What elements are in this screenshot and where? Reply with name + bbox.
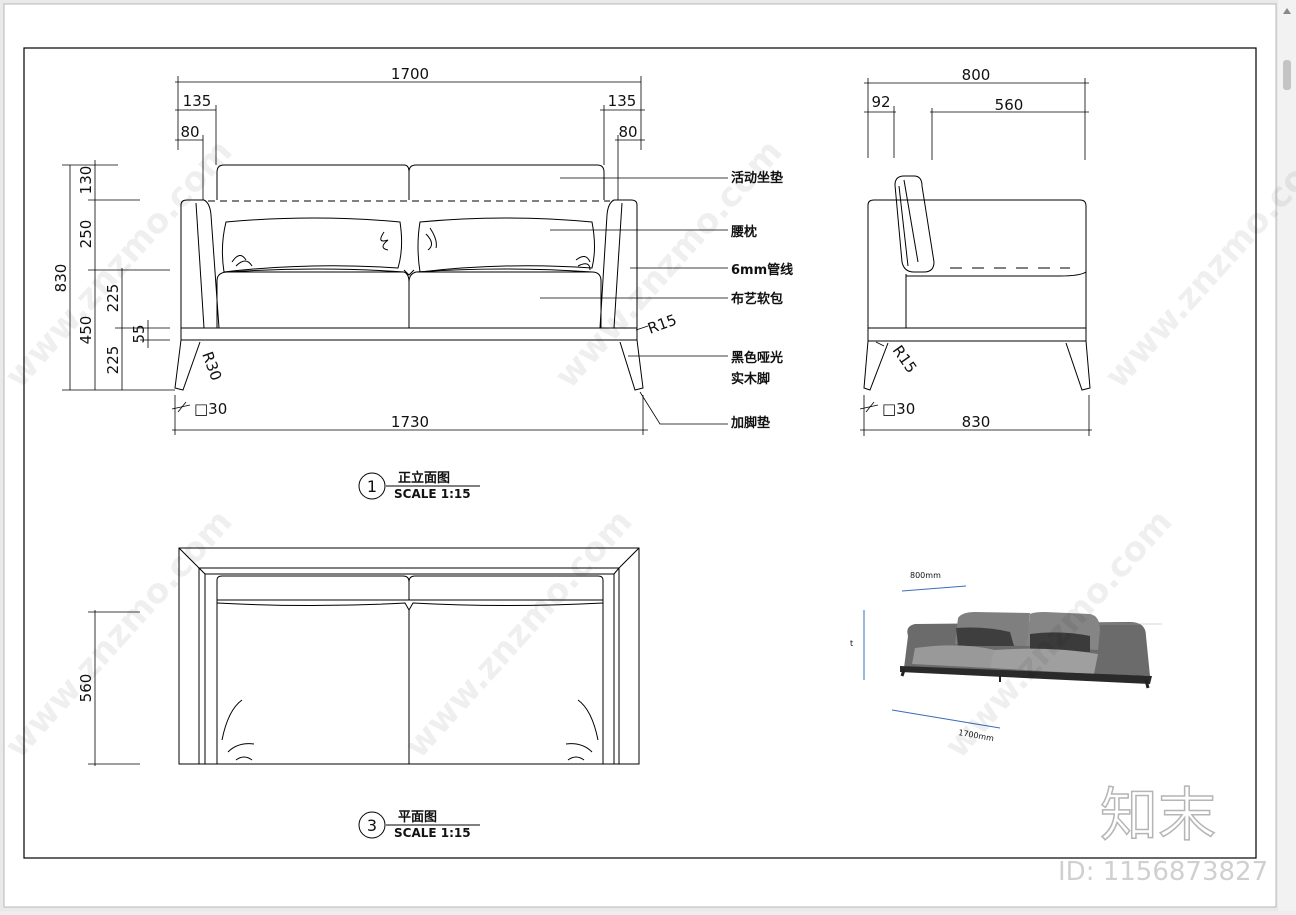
brand-watermark: 知末 (1100, 781, 1216, 849)
label-cushion: 活动坐垫 (731, 170, 783, 186)
side-dimensions (859, 78, 1092, 436)
label-pillow: 腰枕 (730, 224, 757, 240)
dim-sq30-side: □30 (882, 400, 915, 418)
dim-250: 250 (77, 220, 95, 249)
drawing-border (23, 47, 1257, 859)
view-title-plan: 平面图 (398, 810, 437, 825)
dim-80-right: 80 (618, 123, 637, 141)
dim-800: 800 (962, 66, 991, 84)
label-legs-1: 黑色哑光 (731, 350, 783, 366)
sofa-photo (863, 585, 1162, 729)
vertical-scrollbar[interactable] (1278, 0, 1296, 911)
dim-130: 130 (77, 166, 95, 195)
resource-id: ID: 1156873827 (1058, 857, 1268, 887)
dim-830-side: 830 (962, 413, 991, 431)
dim-560-plan: 560 (77, 674, 95, 703)
label-fabric: 布艺软包 (731, 291, 783, 307)
plan-dimensions (88, 610, 140, 766)
scrollbar-thumb[interactable] (1283, 60, 1291, 90)
scroll-up-icon[interactable] (1283, 8, 1291, 14)
side-elevation (863, 175, 1091, 391)
dim-225-lower: 225 (104, 346, 122, 375)
view-scale-plan: SCALE 1:15 (394, 826, 471, 840)
front-dimensions (62, 76, 728, 435)
dim-sq30-front: □30 (194, 400, 227, 418)
dim-135-right: 135 (608, 92, 637, 110)
view-number: 3 (367, 816, 377, 835)
front-elevation (174, 164, 644, 391)
dim-450: 450 (77, 316, 95, 345)
view-number: 1 (367, 477, 377, 496)
view-number-circle (358, 472, 386, 500)
view-scale-front: SCALE 1:15 (394, 487, 471, 501)
photo-width-label: 800mm (910, 571, 941, 580)
dim-225-upper: 225 (104, 284, 122, 313)
label-foot-pad: 加脚垫 (730, 415, 770, 431)
dim-92: 92 (871, 93, 890, 111)
dim-1730: 1730 (391, 413, 429, 431)
label-piping: 6mm管线 (731, 262, 793, 278)
plan-view (178, 547, 640, 765)
dim-830-height: 830 (52, 264, 70, 293)
label-legs-2: 实木脚 (731, 371, 770, 387)
view-title-front: 正立面图 (398, 470, 450, 486)
dim-80-left: 80 (180, 123, 199, 141)
view-number-circle (358, 811, 386, 839)
photo-height-label: t (850, 639, 853, 648)
dim-1700: 1700 (391, 65, 429, 83)
dim-560-side: 560 (995, 96, 1024, 114)
dim-135-left: 135 (183, 92, 212, 110)
dim-55: 55 (130, 324, 148, 343)
